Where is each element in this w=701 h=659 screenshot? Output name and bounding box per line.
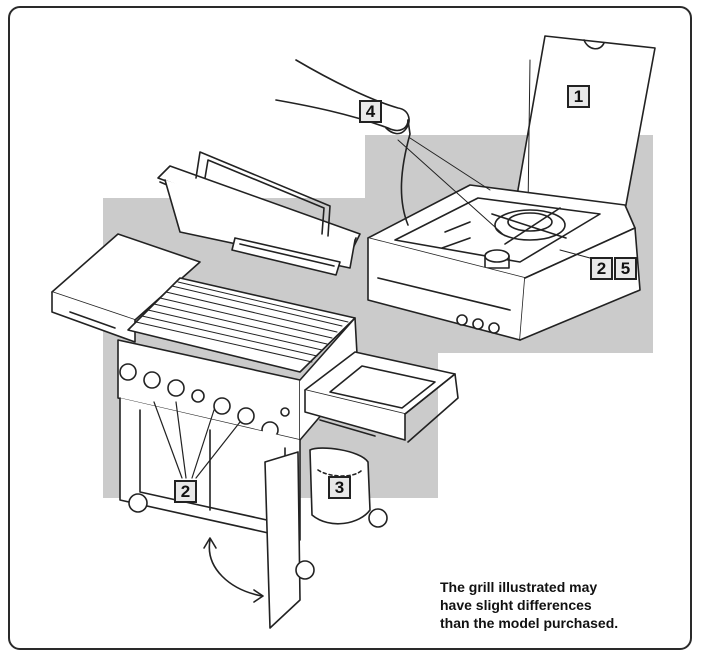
disclaimer-line-3: than the model purchased. <box>440 615 619 631</box>
callout-4: 4 <box>359 100 382 123</box>
callout-2-grill: 2 <box>174 480 197 503</box>
side-burner-illustration <box>367 35 656 341</box>
callout-2-burner: 2 <box>590 257 613 280</box>
callout-2-leaders <box>153 401 241 479</box>
callout-3: 3 <box>328 476 351 499</box>
callout-1: 1 <box>567 85 590 108</box>
callout-5: 5 <box>614 257 637 280</box>
disclaimer-line-1: The grill illustrated may <box>440 579 598 595</box>
disclaimer-line-2: have slight differences <box>440 597 592 613</box>
disclaimer-note: The grill illustrated may have slight di… <box>440 578 690 632</box>
